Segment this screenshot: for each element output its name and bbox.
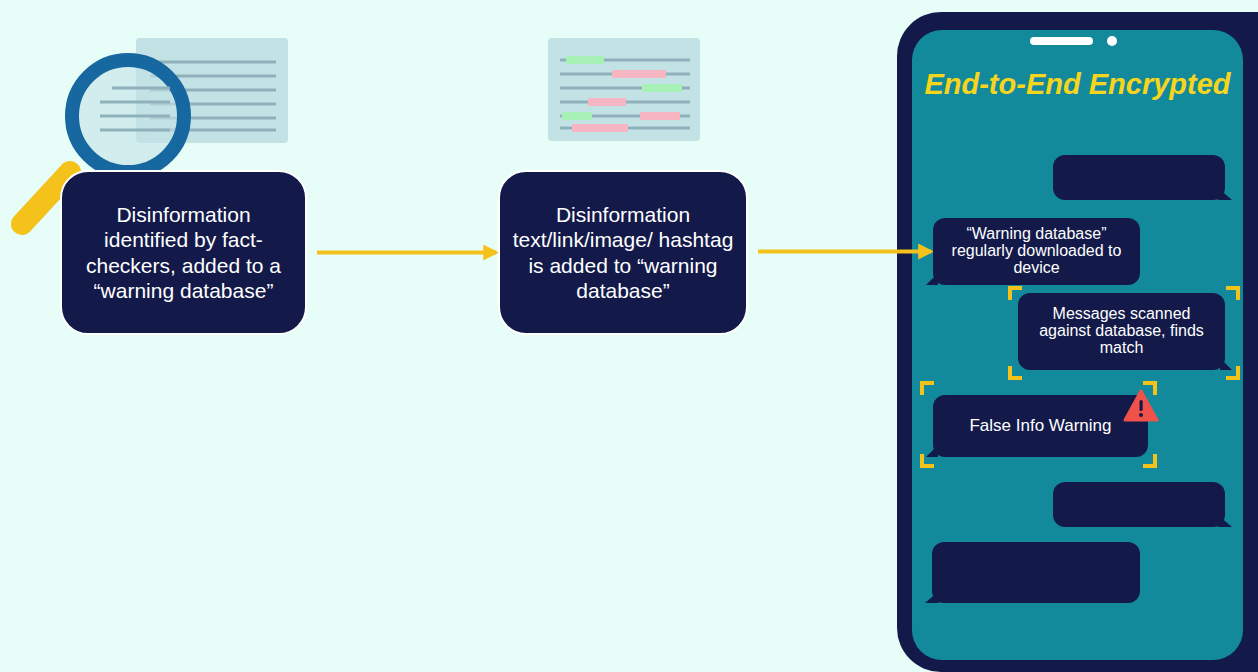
- warning-icon: [1123, 389, 1159, 423]
- scan-bracket: [1143, 454, 1155, 466]
- chat-bubble: Messages scanned against database, finds…: [1018, 293, 1225, 370]
- chat-bubble: False Info Warning: [933, 395, 1148, 457]
- empty-bubble: [1053, 482, 1225, 527]
- flow-arrow: [758, 250, 931, 254]
- process-box: Disinformation text/link/image/ hashtag …: [498, 170, 748, 335]
- phone: End-to-End Encrypted “Warning database” r…: [897, 12, 1258, 672]
- lens-lines: [100, 88, 170, 130]
- node-text: “Warning database” regularly downloaded …: [943, 226, 1130, 276]
- scan-bracket: [1143, 383, 1155, 395]
- bubble-tail: [925, 591, 939, 603]
- empty-bubble: [932, 542, 1140, 603]
- scan-bracket: [1226, 288, 1238, 300]
- bubble-tail: [1218, 188, 1232, 200]
- node-text: Disinformation text/link/image/ hashtag …: [512, 202, 734, 303]
- document-lines: [560, 60, 690, 128]
- chat-bubble: “Warning database” regularly downloaded …: [933, 218, 1140, 285]
- highlights: [562, 56, 682, 132]
- flow-arrow: [317, 251, 496, 255]
- screen: [912, 30, 1243, 660]
- bubble-tail: [1218, 515, 1232, 527]
- speaker: [1030, 37, 1093, 45]
- scan-bracket: [922, 383, 934, 395]
- camera: [1107, 36, 1117, 46]
- scan-bracket: [1010, 366, 1022, 378]
- empty-bubble: [1053, 155, 1225, 200]
- process-box: Disinformation identified by fact-checke…: [60, 170, 307, 335]
- node-text: Messages scanned against database, finds…: [1028, 306, 1215, 356]
- phone-title: End-to-End Encrypted: [924, 70, 1230, 99]
- node-text: False Info Warning: [969, 417, 1111, 435]
- node-text: Disinformation identified by fact-checke…: [74, 202, 293, 303]
- magnifier-lens: [72, 60, 184, 172]
- document-icon: [548, 38, 700, 141]
